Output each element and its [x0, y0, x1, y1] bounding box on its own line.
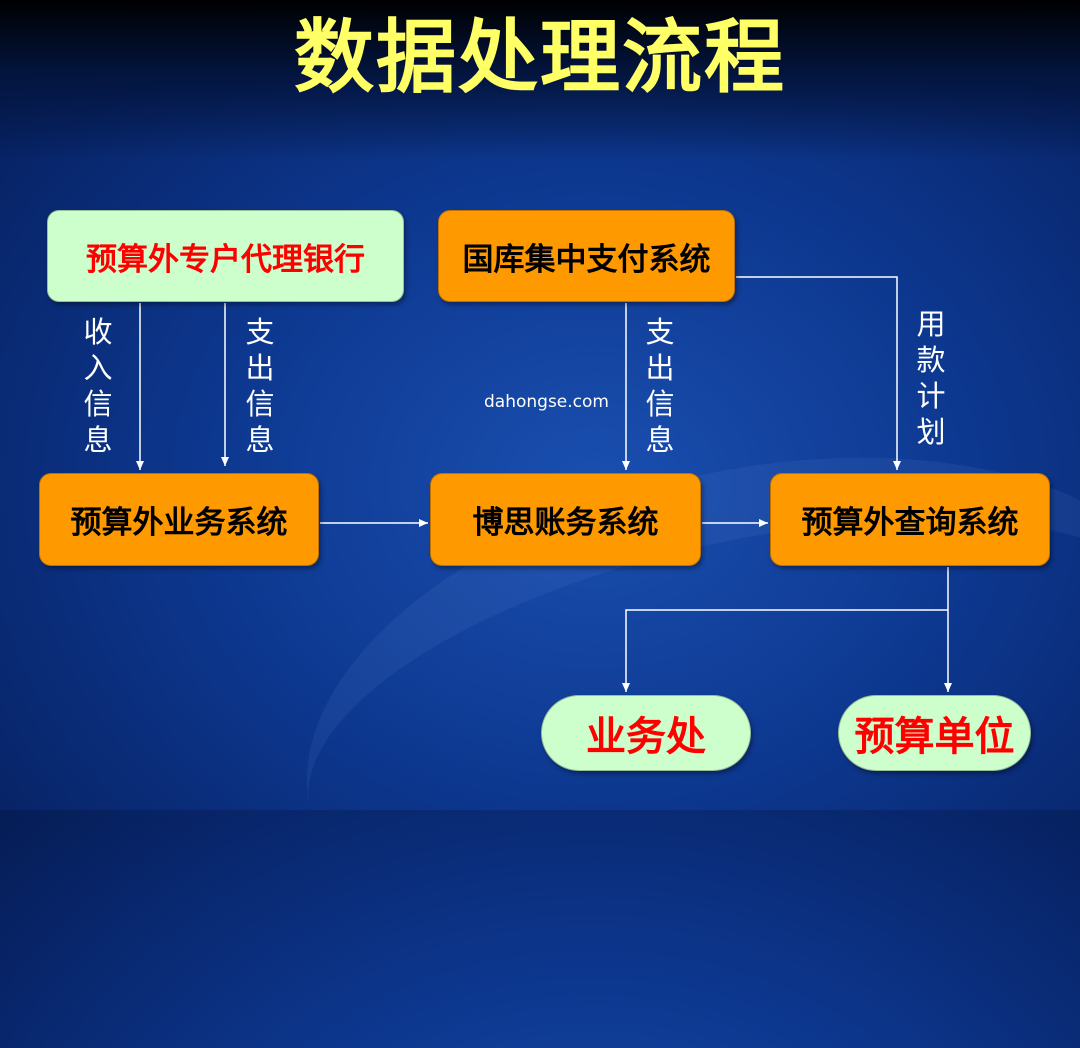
arrow-query-to-business-office: [622, 609, 948, 692]
page-title: 数据处理流程: [294, 11, 786, 104]
node-query-system: 预算外查询系统: [770, 473, 1050, 566]
node-business-office: 业务处: [541, 695, 751, 771]
arrow-fund-plan: [736, 276, 901, 470]
watermark: dahongse.com: [484, 392, 609, 412]
node-business-system: 预算外业务系统: [39, 473, 319, 566]
label-income-info: 收入信息: [83, 315, 113, 457]
node-agent-bank: 预算外专户代理银行: [47, 210, 404, 302]
label-fund-plan: 用款计划: [916, 307, 946, 449]
node-budget-unit: 预算单位: [838, 695, 1031, 771]
connector-layer: [136, 276, 952, 692]
top-dark-band: [0, 0, 1080, 160]
node-treasury-system: 国库集中支付系统: [438, 210, 735, 302]
node-bosi-system: 博思账务系统: [430, 473, 701, 566]
label-expense-info-right: 支出信息: [645, 315, 675, 457]
label-expense-info-left: 支出信息: [245, 315, 275, 457]
